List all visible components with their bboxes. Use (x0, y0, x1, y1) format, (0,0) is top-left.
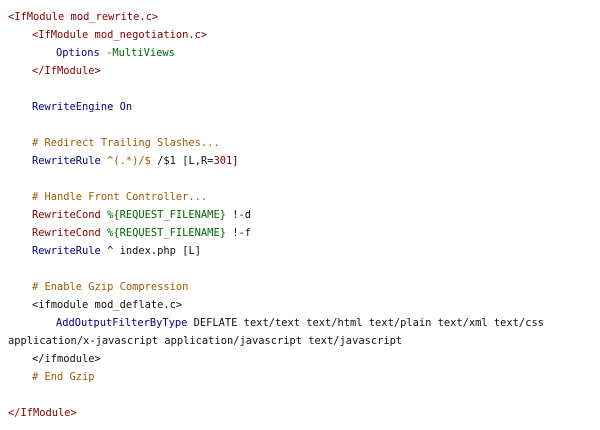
code-line-13: RewriteCond %{REQUEST_FILENAME} !-f (8, 224, 598, 242)
code-view: <IfModule mod_rewrite.c> <IfModule mod_n… (8, 8, 598, 422)
code-line-11: # Handle Front Controller... (8, 188, 598, 206)
code-blank-line (8, 260, 598, 278)
comment-front-controller: # Handle Front Controller... (32, 191, 208, 203)
rewrite-rule-directive: RewriteRule (32, 245, 101, 257)
code-line-20: # End Gzip (8, 368, 598, 386)
options-value: -MultiViews (106, 47, 175, 59)
comment-redirect-trailing-slashes: # Redirect Trailing Slashes... (32, 137, 220, 149)
rewrite-rule-flags: [L] (182, 245, 201, 257)
rewrite-cond-variable: %{REQUEST_FILENAME} (107, 227, 226, 239)
comment-end-gzip: # End Gzip (32, 371, 95, 383)
rewrite-rule-pattern: ^(.*)/$ (107, 155, 151, 167)
code-line-8: # Redirect Trailing Slashes... (8, 134, 598, 152)
ifmodule-negotiation-open-tag: <IfModule mod_negotiation.c> (32, 29, 208, 41)
rewrite-rule-pattern: ^ (107, 245, 114, 257)
code-line-17: <ifmodule mod_deflate.c> (8, 296, 598, 314)
ifmodule-deflate-open-tag: <ifmodule mod_deflate.c> (32, 299, 183, 311)
rewrite-cond-variable: %{REQUEST_FILENAME} (107, 209, 226, 221)
add-output-filter-directive: AddOutputFilterByType (56, 317, 188, 329)
code-line-12: RewriteCond %{REQUEST_FILENAME} !-d (8, 206, 598, 224)
code-blank-line (8, 80, 598, 98)
code-line-18: AddOutputFilterByType DEFLATE text/text … (8, 314, 598, 350)
code-blank-line (8, 170, 598, 188)
code-line-4: </IfModule> (8, 62, 598, 80)
code-line-22: </IfModule> (8, 404, 598, 422)
options-directive: Options (56, 47, 100, 59)
code-blank-line (8, 386, 598, 404)
code-line-2: <IfModule mod_negotiation.c> (8, 26, 598, 44)
ifmodule-rewrite-close-tag: </IfModule> (8, 407, 77, 419)
rewrite-engine-directive: RewriteEngine (32, 101, 114, 113)
rewrite-cond-test: !-d (232, 209, 251, 221)
rewrite-cond-test: !-f (232, 227, 251, 239)
add-output-filter-args: DEFLATE text/text text/html text/plain t… (8, 317, 551, 347)
code-line-14: RewriteRule ^ index.php [L] (8, 242, 598, 260)
code-line-19: </ifmodule> (8, 350, 598, 368)
code-line-9: RewriteRule ^(.*)/$ /$1 [L,R=301] (8, 152, 598, 170)
code-line-1: <IfModule mod_rewrite.c> (8, 8, 598, 26)
rewrite-cond-directive: RewriteCond (32, 227, 101, 239)
rewrite-engine-value: On (119, 101, 133, 113)
code-line-16: # Enable Gzip Compression (8, 278, 598, 296)
ifmodule-negotiation-close-tag: </IfModule> (32, 65, 101, 77)
rewrite-cond-directive: RewriteCond (32, 209, 101, 221)
rewrite-rule-directive: RewriteRule (32, 155, 101, 167)
code-blank-line (8, 116, 598, 134)
comment-enable-gzip: # Enable Gzip Compression (32, 281, 189, 293)
rewrite-rule-flags-close: ] (232, 155, 239, 167)
rewrite-rule-redirect-code: 301 (213, 155, 233, 167)
code-line-6: RewriteEngine On (8, 98, 598, 116)
rewrite-rule-target: index.php (119, 245, 176, 257)
rewrite-rule-flags-open: [L,R= (182, 155, 214, 167)
ifmodule-deflate-close-tag: </ifmodule> (32, 353, 101, 365)
rewrite-rule-substitution: /$1 (157, 155, 176, 167)
code-line-3: Options -MultiViews (8, 44, 598, 62)
ifmodule-rewrite-open-tag: <IfModule mod_rewrite.c> (8, 11, 159, 23)
